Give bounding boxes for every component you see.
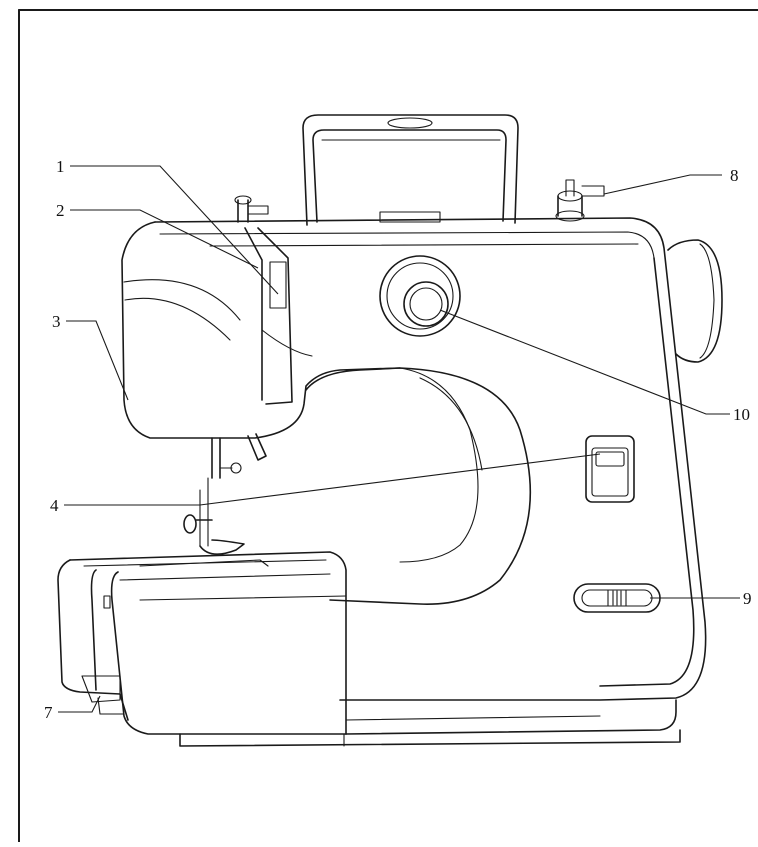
callout-10: 10 [733,405,750,424]
needle-assembly [183,433,267,555]
reverse-lever [585,435,635,503]
arm-opening [305,367,532,605]
leader-line-4 [64,453,601,506]
leader-line-3 [66,320,129,401]
callout-4: 4 [50,496,59,515]
leader-line-8 [603,174,722,195]
callout-9: 9 [743,589,752,608]
callout-3: 3 [52,312,61,331]
callout-2: 2 [56,201,65,220]
stitch-dial [379,255,461,337]
leader-line-1 [70,165,279,295]
leader-line-10 [439,309,730,415]
machine-body [154,217,723,701]
callout-labels: 1 2 3 4 7 8 9 10 [44,157,752,722]
sewing-machine-drawing [57,114,723,747]
machine-head [121,195,401,439]
leader-line-2 [70,209,259,269]
carry-handle [302,114,519,226]
callout-1: 1 [56,157,65,176]
callout-8: 8 [730,166,739,185]
bobbin-winder [555,179,605,222]
leader-line-7 [58,695,101,713]
callout-7: 7 [44,703,53,722]
page-border [18,9,758,843]
speed-switch [573,583,661,613]
free-arm-base [57,551,681,747]
leader-lines [58,165,740,713]
